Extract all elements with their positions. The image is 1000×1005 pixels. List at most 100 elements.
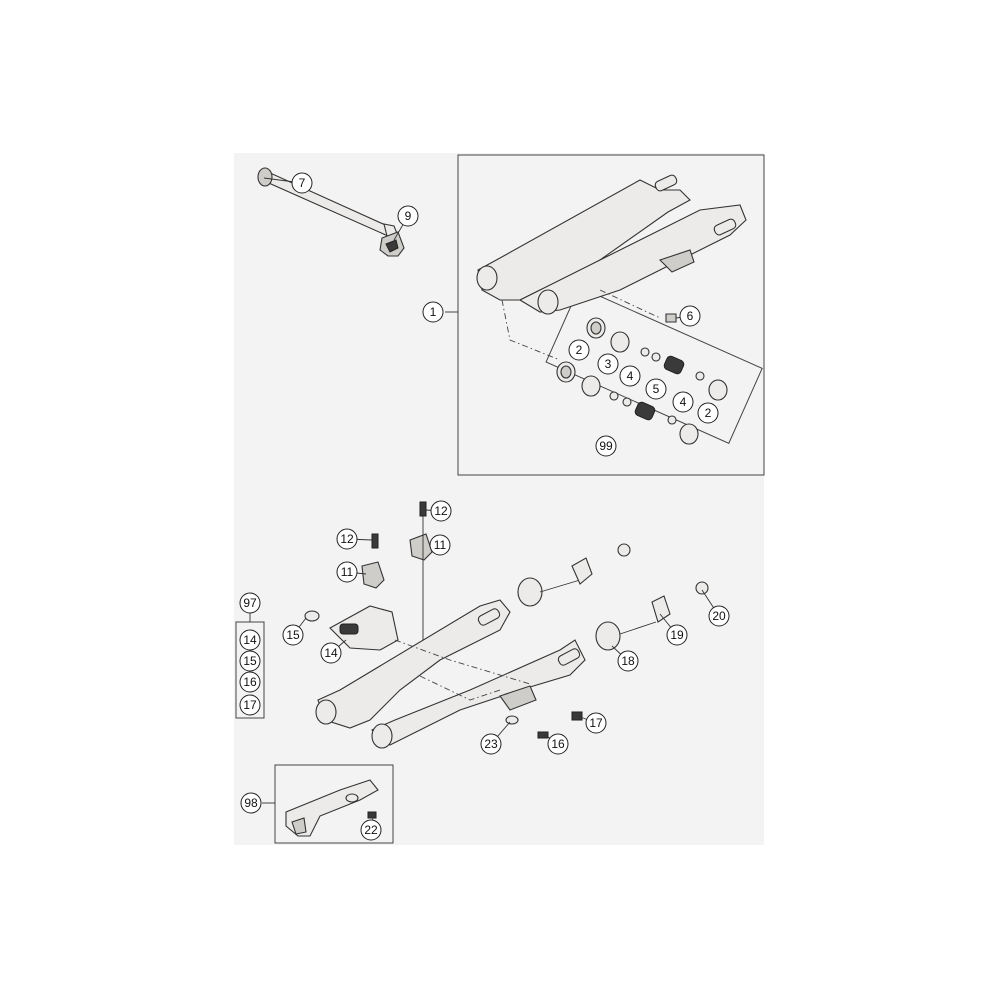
- callout-circle: [480, 733, 502, 755]
- callout-label: 18: [621, 654, 635, 668]
- chain-guide-14: [304, 605, 399, 651]
- callout-label: 16: [551, 737, 565, 751]
- callout-label: 15: [243, 654, 257, 668]
- callout-label: 17: [243, 698, 257, 712]
- callout-label: 7: [299, 176, 306, 190]
- callout-circle: [645, 378, 667, 400]
- clamp-right: [409, 501, 433, 640]
- callout-circle: [422, 301, 444, 323]
- callout-11: 11: [429, 534, 451, 556]
- callout-label: 3: [605, 357, 612, 371]
- callout-circle: [336, 528, 358, 550]
- callout-2: 2: [697, 402, 719, 424]
- callout-circle: [595, 435, 617, 457]
- callout-circle: [585, 712, 607, 734]
- callout-label: 14: [243, 633, 257, 647]
- callout-label: 19: [670, 628, 684, 642]
- callout-12: 12: [336, 528, 358, 550]
- callout-label: 14: [324, 646, 338, 660]
- callout-23: 23: [480, 733, 502, 755]
- swingarm-bottom: [315, 599, 586, 749]
- callout-12: 12: [430, 500, 452, 522]
- callout-15: 15: [239, 650, 261, 672]
- callout-label: 4: [627, 369, 634, 383]
- chain-adjuster-parts: [505, 543, 709, 739]
- callout-label: 11: [341, 565, 354, 579]
- callout-label: 12: [340, 532, 354, 546]
- callout-label: 11: [434, 538, 447, 552]
- callout-circle: [672, 391, 694, 413]
- callout-11: 11: [336, 561, 358, 583]
- callout-circle: [429, 534, 451, 556]
- callout-circle: [320, 642, 342, 664]
- bearing-kit-parts: [556, 313, 728, 445]
- callout-19: 19: [666, 624, 688, 646]
- swingarm-kit-frame: [457, 154, 765, 476]
- callout-label: 17: [589, 716, 603, 730]
- clamp-left: [361, 533, 385, 589]
- chain-guard-frame: [274, 764, 394, 844]
- callout-circle: [240, 792, 262, 814]
- callout-circle: [617, 650, 639, 672]
- alignment-line: [599, 289, 661, 319]
- callout-98: 98: [240, 792, 262, 814]
- callout-circle: [360, 819, 382, 841]
- callout-label: 2: [705, 406, 712, 420]
- callout-label: 16: [243, 675, 257, 689]
- callout-18: 18: [617, 650, 639, 672]
- callout-label: 99: [599, 439, 613, 453]
- callout-4: 4: [672, 391, 694, 413]
- alignment-line: [419, 675, 501, 701]
- callout-label: 9: [405, 209, 412, 223]
- callout-22: 22: [360, 819, 382, 841]
- callout-97: 97: [239, 592, 261, 614]
- callout-circle: [430, 500, 452, 522]
- chain-guard-part: [285, 779, 379, 837]
- callout-16: 16: [547, 733, 569, 755]
- callout-label: 5: [653, 382, 660, 396]
- callout-4: 4: [619, 365, 641, 387]
- swingarm-top: [476, 174, 747, 315]
- callout-6: 6: [679, 305, 701, 327]
- callout-label: 1: [430, 305, 437, 319]
- callout-circle: [708, 605, 730, 627]
- callout-label: 22: [364, 823, 378, 837]
- callout-circle: [336, 561, 358, 583]
- callout-circle: [568, 339, 590, 361]
- callout-label: 4: [680, 395, 687, 409]
- callout-circle: [697, 402, 719, 424]
- alignment-line: [394, 639, 531, 685]
- callout-17: 17: [239, 694, 261, 716]
- callout-circle: [666, 624, 688, 646]
- callout-3: 3: [597, 353, 619, 375]
- callout-label: 6: [687, 309, 694, 323]
- callout-circle: [397, 205, 419, 227]
- callout-16: 16: [239, 671, 261, 693]
- callout-circle: [239, 629, 261, 651]
- callout-15: 15: [282, 624, 304, 646]
- callout-circle: [239, 592, 261, 614]
- callout-label: 2: [576, 343, 583, 357]
- callout-14: 14: [320, 642, 342, 664]
- callout-circle: [597, 353, 619, 375]
- callout-label: 12: [434, 504, 448, 518]
- callout-circle: [547, 733, 569, 755]
- bearing-kit-frame: [545, 286, 763, 444]
- callout-5: 5: [645, 378, 667, 400]
- callout-label: 15: [286, 628, 300, 642]
- alignment-line: [501, 299, 561, 361]
- callout-2: 2: [568, 339, 590, 361]
- chain-guide-block: [379, 231, 405, 257]
- callout-circle: [282, 624, 304, 646]
- callout-14: 14: [239, 629, 261, 651]
- callout-label: 20: [712, 609, 726, 623]
- callout-circle: [239, 650, 261, 672]
- callout-label: 98: [244, 796, 258, 810]
- callout-circle: [619, 365, 641, 387]
- callout-circle: [239, 671, 261, 693]
- callout-9: 9: [397, 205, 419, 227]
- callout-1: 1: [422, 301, 444, 323]
- callout-99: 99: [595, 435, 617, 457]
